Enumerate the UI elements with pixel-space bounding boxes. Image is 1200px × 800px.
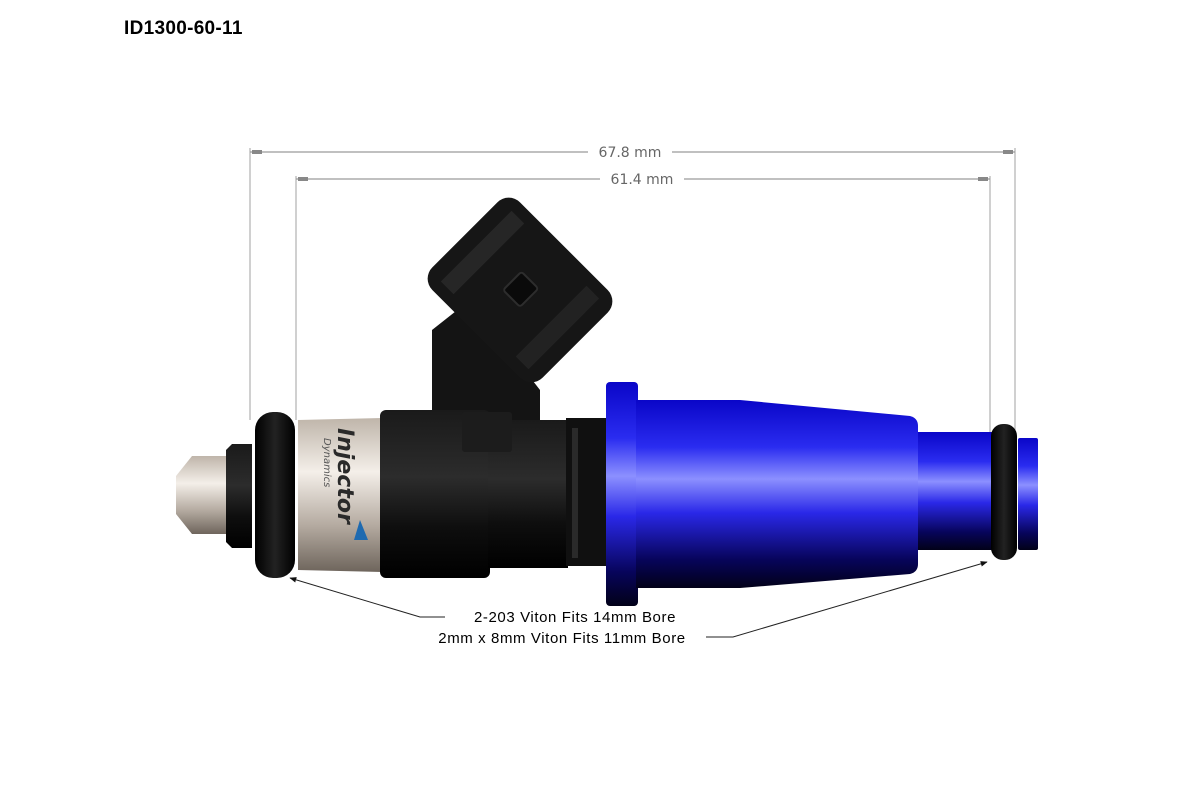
dimension-overall: 67.8 mm <box>249 145 1016 430</box>
black-body <box>380 410 606 578</box>
blue-top-feed <box>606 382 1038 606</box>
nozzle-tip <box>176 444 252 548</box>
lower-oring <box>255 412 295 578</box>
note-upper-oring: 2mm x 8mm Viton Fits 11mm Bore <box>438 630 686 647</box>
part-number-title: ID1300-60-11 <box>124 18 243 39</box>
upper-oring <box>991 424 1017 560</box>
upper-oring-leader <box>706 561 988 638</box>
injector-dynamics-logo: Injector Dynamics <box>321 428 357 525</box>
electrical-connector <box>427 197 613 420</box>
overall-length-label: 67.8 mm <box>599 145 662 161</box>
lower-oring-leader <box>289 577 445 618</box>
logo-mark-icon <box>354 520 368 540</box>
note-lower-oring: 2-203 Viton Fits 14mm Bore <box>474 609 676 626</box>
svg-text:Injector: Injector <box>332 428 357 525</box>
metal-sleeve: Injector Dynamics <box>298 418 382 572</box>
svg-text:Dynamics: Dynamics <box>321 438 332 487</box>
inner-length-label: 61.4 mm <box>611 172 674 188</box>
dimension-inner: 61.4 mm <box>295 172 991 440</box>
